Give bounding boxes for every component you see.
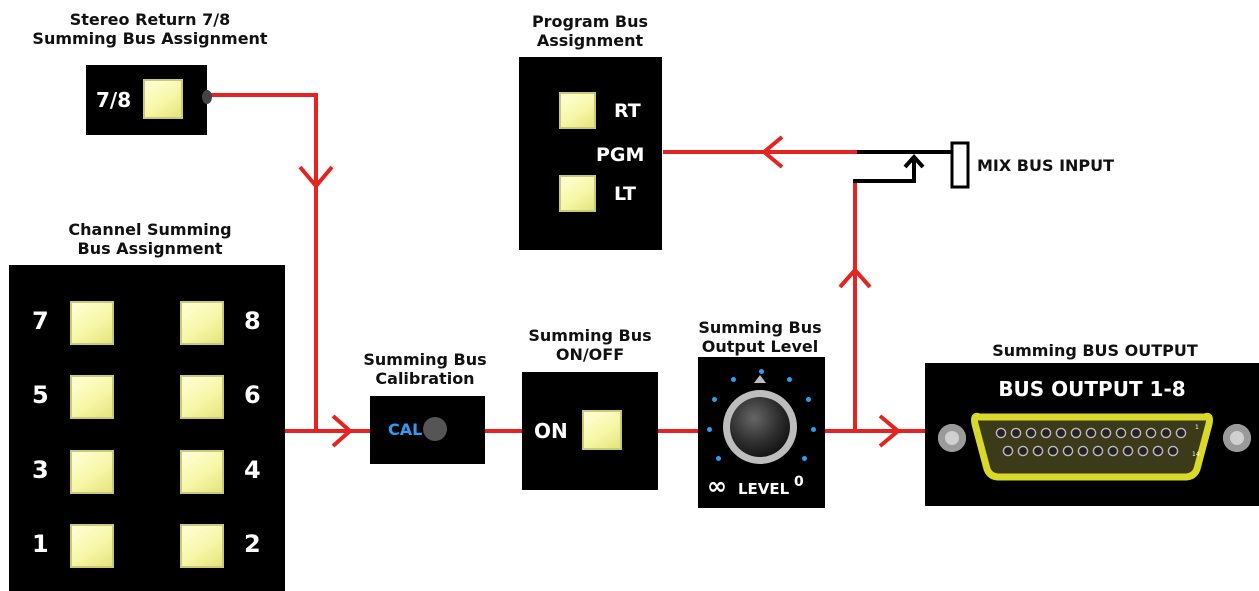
- level-dot: [716, 456, 721, 461]
- level-dot: [759, 369, 764, 374]
- level-knob[interactable]: [698, 357, 825, 477]
- channel-summing-heading: Channel Summing Bus Assignment: [68, 220, 232, 258]
- calibration-panel: CAL: [370, 396, 485, 464]
- cal-trim-knob[interactable]: [423, 417, 447, 441]
- stereo-return-button[interactable]: [143, 79, 183, 119]
- channel-3-button[interactable]: [70, 450, 114, 494]
- on-off-panel: ON: [522, 372, 658, 490]
- channel-4-button[interactable]: [180, 450, 224, 494]
- bus-output-title: BUS OUTPUT 1-8: [998, 377, 1186, 401]
- channel-number: 1: [32, 530, 49, 558]
- channel-number: 8: [244, 307, 261, 335]
- channel-7-button[interactable]: [70, 301, 114, 345]
- program-lt-button[interactable]: [559, 175, 596, 212]
- channel-number: 6: [244, 381, 261, 409]
- on-off-heading: Summing Bus ON/OFF: [528, 326, 652, 364]
- channel-number: 3: [32, 456, 49, 484]
- bus-output-heading: Summing BUS OUTPUT: [992, 341, 1198, 360]
- program-bus-heading: Program Bus Assignment: [531, 12, 649, 50]
- level-min-label: ∞: [707, 472, 727, 500]
- program-bus-panel: RT PGM LT: [519, 57, 662, 250]
- stereo-return-panel: 7/8: [86, 65, 212, 135]
- level-dot: [802, 456, 807, 461]
- channel-2-button[interactable]: [180, 524, 224, 568]
- channel-number: 4: [244, 456, 261, 484]
- channel-6-button[interactable]: [180, 375, 224, 419]
- channel-1-button[interactable]: [70, 524, 114, 568]
- channel-number: 5: [32, 381, 49, 409]
- channel-5-button[interactable]: [70, 375, 114, 419]
- level-dot: [811, 427, 816, 432]
- channel-number: 2: [244, 530, 261, 558]
- channel-number: 7: [32, 307, 49, 335]
- jack-icon: [202, 90, 212, 104]
- stereo-return-heading: Stereo Return 7/8 Summing Bus Assignment: [32, 10, 268, 48]
- level-dot: [787, 377, 792, 382]
- output-level-panel: ∞ LEVEL 0: [698, 357, 825, 508]
- level-dot: [806, 397, 811, 402]
- on-button[interactable]: [582, 410, 622, 450]
- program-rt-label: RT: [614, 100, 641, 122]
- on-label: ON: [534, 419, 568, 443]
- level-dot: [712, 397, 717, 402]
- calibration-heading: Summing Bus Calibration: [363, 350, 487, 388]
- mix-bus-input-label: MIX BUS INPUT: [977, 156, 1115, 175]
- level-dot: [731, 377, 736, 382]
- mounting-screw-icon: [938, 424, 966, 452]
- db25-connector-icon: [971, 412, 1213, 481]
- pin-14-label: 14: [1192, 451, 1200, 458]
- program-rt-button[interactable]: [559, 92, 596, 129]
- cal-label: CAL: [388, 420, 423, 439]
- channel-8-button[interactable]: [180, 301, 224, 345]
- program-pgm-label: PGM: [596, 144, 645, 166]
- level-max-label: 0: [794, 474, 804, 490]
- level-dot: [707, 427, 712, 432]
- program-lt-label: LT: [614, 183, 636, 205]
- output-level-heading: Summing Bus Output Level: [698, 318, 822, 356]
- pin-1-label: 1: [1195, 424, 1199, 431]
- channel-summing-panel: 7 8 5 6 3 4 1 2: [9, 265, 285, 591]
- mounting-screw-icon: [1223, 424, 1251, 452]
- bus-output-panel: BUS OUTPUT 1-8 1 14: [925, 363, 1259, 506]
- level-label: LEVEL: [738, 480, 790, 498]
- stereo-return-label: 7/8: [96, 88, 132, 112]
